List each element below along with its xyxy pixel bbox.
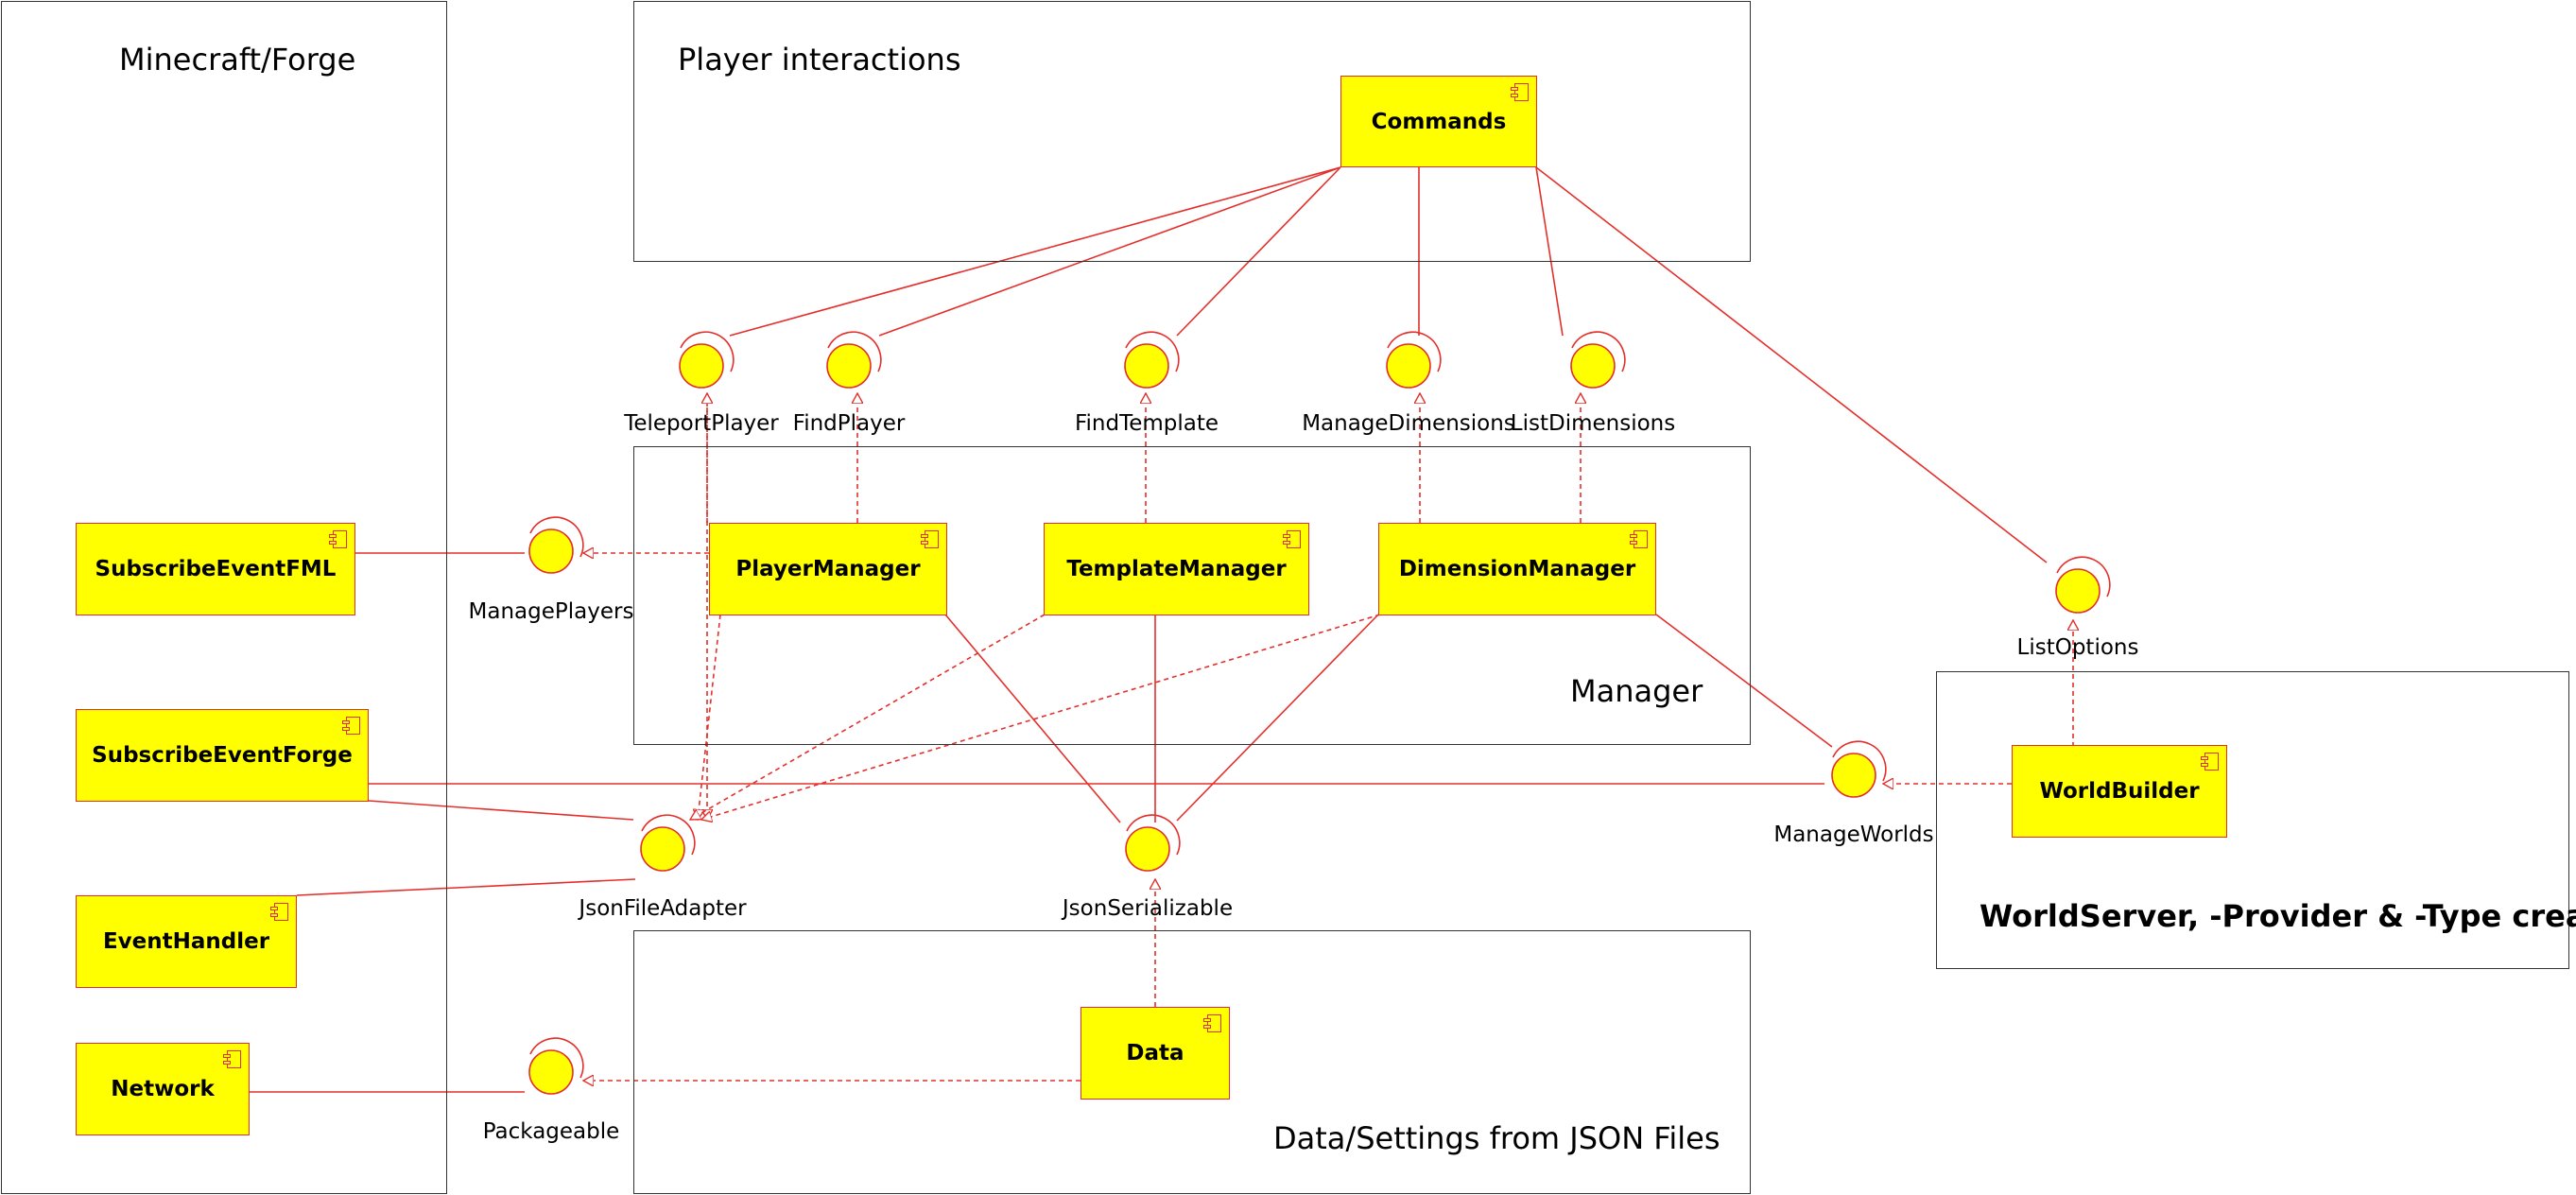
link-dimensionmanager-manageworlds [1655,614,1833,748]
component-dimension-manager[interactable]: DimensionManager [1378,523,1656,615]
component-world-builder[interactable]: WorldBuilder [2012,745,2227,838]
link-eventhandler-jsonfileadapter [296,878,636,896]
component-icon [342,717,360,735]
component-data[interactable]: Data [1081,1007,1230,1100]
interface-label-manage-players: ManagePlayers [468,599,634,624]
jsonfileadapter-lollipop-icon [640,814,696,872]
component-commands[interactable]: Commands [1340,76,1537,167]
region-title-manager: Manager [1570,673,1703,709]
component-icon [2201,753,2219,771]
realize-playermanager-jsonfileadapter [698,614,721,820]
component-label: WorldBuilder [2039,779,2200,804]
component-label: Network [111,1077,215,1101]
region-worldserver [1936,671,2569,969]
region-title-worldserver: WorldServer, -Provider & -Type creation [1980,898,2576,934]
link-commands-findtemplate [1176,166,1341,337]
component-icon [1283,530,1301,548]
region-manager [633,446,1751,745]
manageworlds-lollipop-icon [1831,740,1887,798]
component-icon [270,903,288,921]
component-icon [1511,83,1529,101]
component-label: TemplateManager [1066,557,1287,581]
link-commands-listoptions [1535,166,2048,563]
component-label: SubscribeEventForge [92,743,353,768]
region-title-minecraft-forge: Minecraft/Forge [119,42,356,78]
link-dimensionmanager-jsonserializable [1176,614,1379,822]
interface-label-json-file-adapter: JsonFileAdapter [579,896,747,921]
link-commands-findplayer [878,166,1341,337]
link-commands-listdimensions [1535,166,1564,337]
interface-label-list-options: ListOptions [2016,635,2139,660]
component-network[interactable]: Network [76,1043,250,1135]
findplayer-lollipop-icon [826,331,882,389]
listoptions-lollipop-icon [2055,556,2111,614]
region-data-settings [633,930,1751,1194]
interface-label-list-dimensions: ListDimensions [1510,411,1676,436]
interface-label-json-serializable: JsonSerializable [1062,896,1234,921]
region-minecraft-forge [1,1,447,1194]
component-icon [1630,530,1648,548]
packageable-lollipop-icon [528,1037,584,1095]
component-label: EventHandler [102,929,270,954]
component-icon [223,1050,241,1068]
component-subscribe-event-forge[interactable]: SubscribeEventForge [76,709,369,802]
interface-label-find-player: FindPlayer [792,411,906,436]
link-commands-teleportplayer [729,166,1341,337]
link-subscribeeventforge-jsonfileadapter [368,800,634,821]
managedimensions-lollipop-icon [1386,331,1442,389]
interface-label-manage-dimensions: ManageDimensions [1302,411,1515,436]
component-label: SubscribeEventFML [95,557,337,581]
region-player-interactions [633,1,1751,262]
listdimensions-lollipop-icon [1570,331,1626,389]
jsonserializable-lollipop-icon [1125,814,1181,872]
link-playermanager-jsonserializable [944,614,1121,823]
interface-label-packageable: Packageable [482,1119,620,1144]
component-template-manager[interactable]: TemplateManager [1044,523,1309,615]
region-title-data-settings: Data/Settings from JSON Files [1273,1120,1720,1156]
component-icon [921,530,939,548]
component-label: DimensionManager [1398,557,1636,581]
teleportplayer-lollipop-icon [679,331,735,389]
manageplayers-lollipop-icon [528,516,584,574]
region-title-player-interactions: Player interactions [678,42,961,78]
component-event-handler[interactable]: EventHandler [76,895,297,988]
component-label: Data [1126,1041,1184,1065]
findtemplate-lollipop-icon [1124,331,1180,389]
interface-label-find-template: FindTemplate [1074,411,1219,436]
realize-dimensionmanager-jsonfileadapter [701,614,1381,820]
realize-templatemanager-jsonfileadapter [690,614,1046,820]
component-label: PlayerManager [735,557,921,581]
component-subscribe-event-fml[interactable]: SubscribeEventFML [76,523,355,615]
component-player-manager[interactable]: PlayerManager [709,523,947,615]
component-icon [329,530,347,548]
component-label: Commands [1371,109,1507,134]
interface-label-manage-worlds: ManageWorlds [1773,823,1934,847]
interface-label-teleport-player: TeleportPlayer [624,411,779,436]
component-icon [1203,1014,1221,1032]
